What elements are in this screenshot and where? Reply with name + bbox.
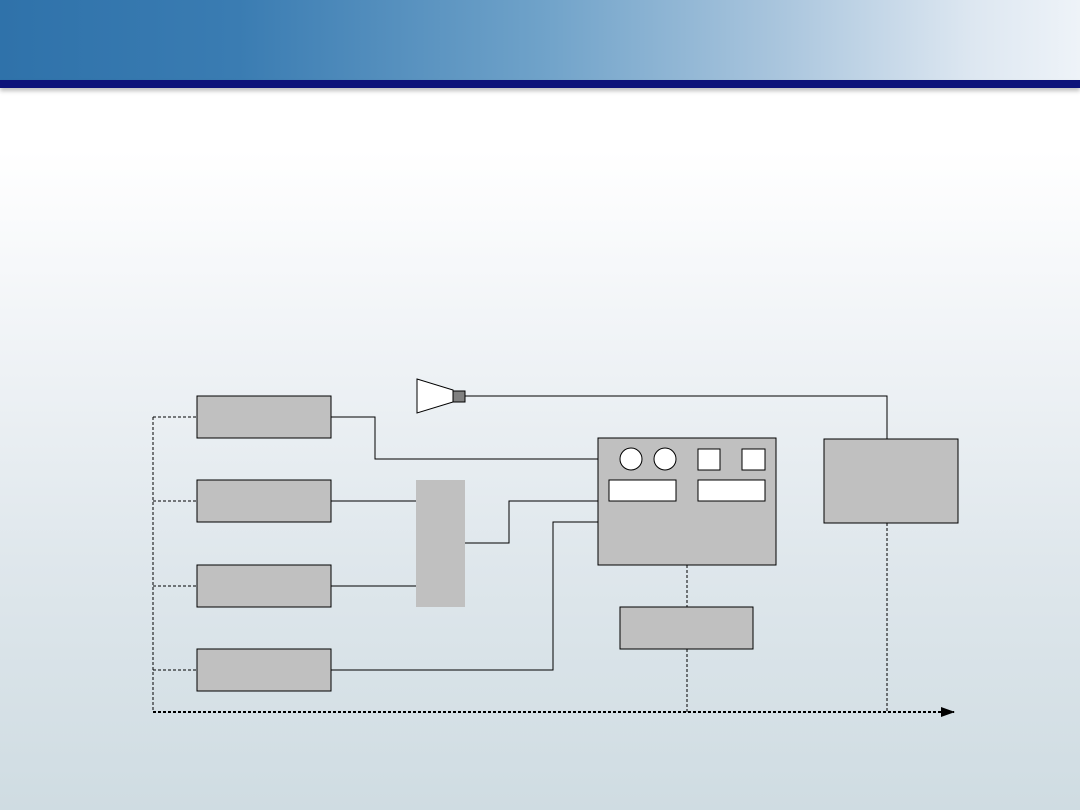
signal-lines	[331, 395, 888, 671]
right-unit	[823, 438, 959, 524]
combiner-box	[416, 480, 465, 607]
sensor-box-2	[196, 479, 332, 523]
sub-unit	[619, 606, 754, 650]
knob-1-icon	[619, 447, 643, 471]
header-banner	[0, 0, 1080, 80]
indicator-1-icon	[697, 448, 721, 471]
indicator-2-icon	[741, 448, 766, 471]
control-unit	[597, 437, 777, 566]
header-rule	[0, 80, 1080, 88]
display-2	[697, 479, 766, 502]
sensor-box-3	[196, 564, 332, 608]
sensor-box-4	[196, 648, 332, 692]
speaker-icon	[416, 378, 466, 414]
dashed-bus	[152, 416, 888, 712]
knob-2-icon	[653, 447, 677, 471]
display-1	[608, 479, 677, 502]
sensor-box-1	[196, 395, 332, 439]
